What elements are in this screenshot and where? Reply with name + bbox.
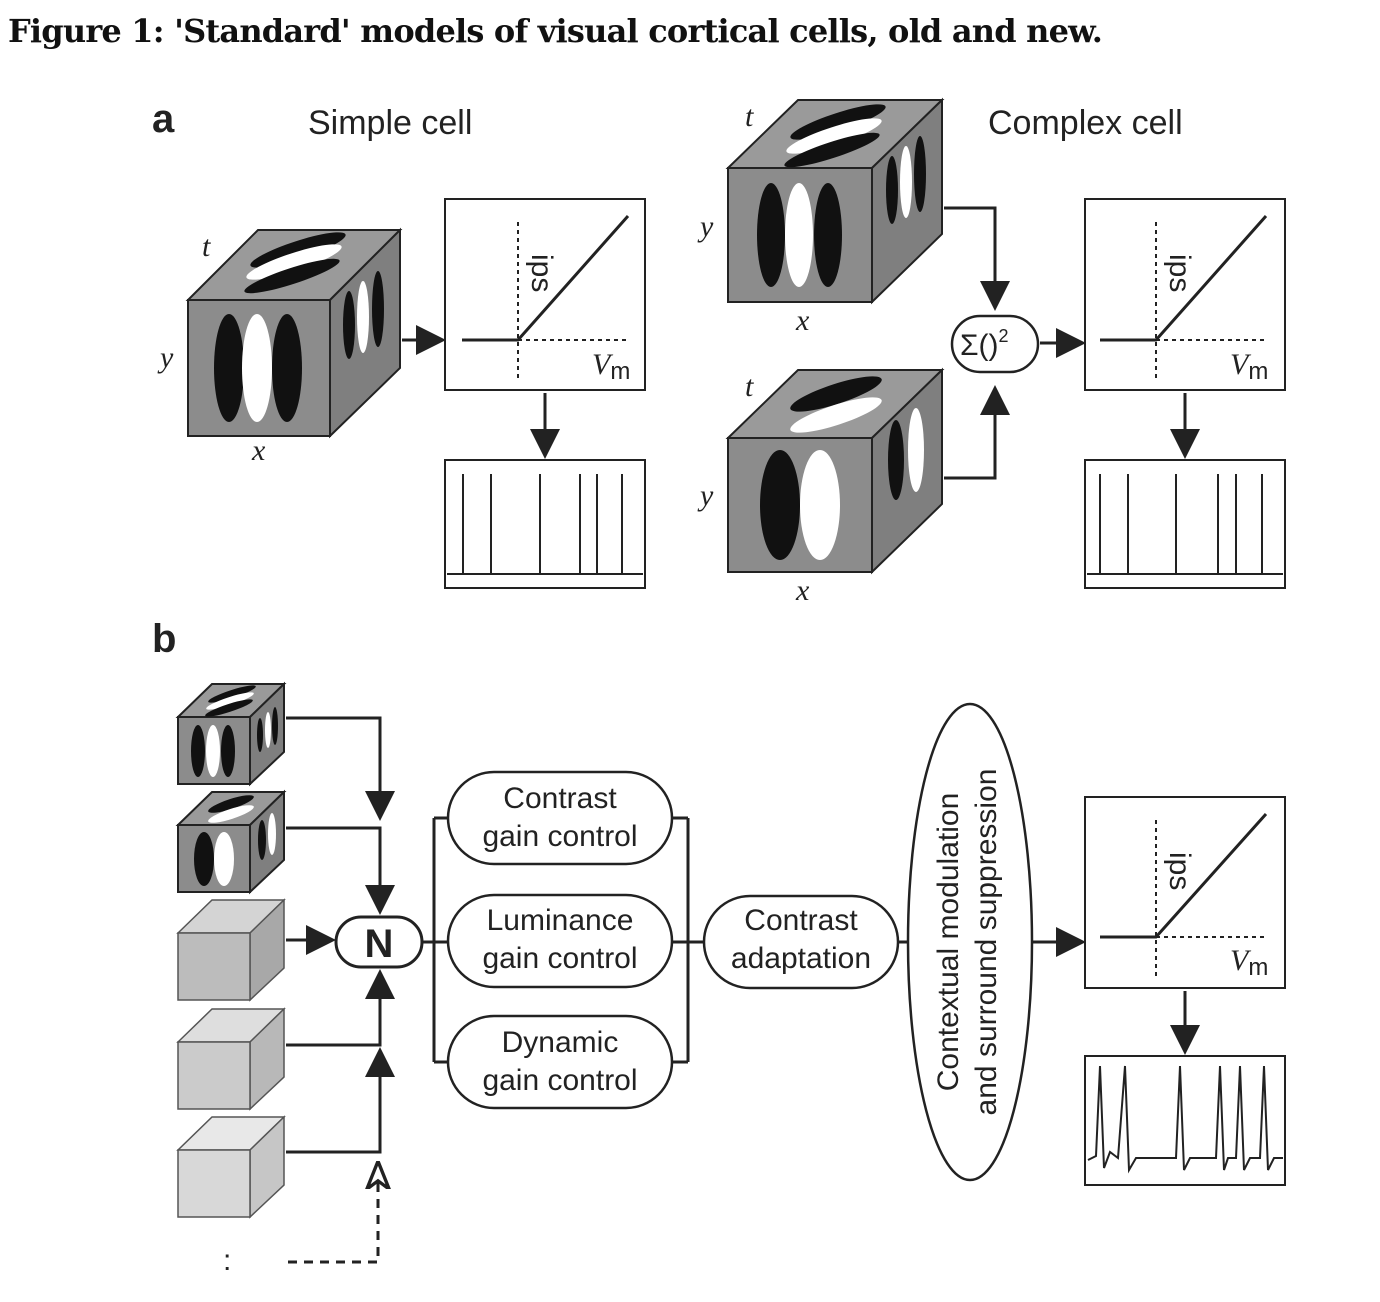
svg-text:Σ()2: Σ()2	[960, 326, 1009, 362]
svg-text:and surround suppression: and surround suppression	[970, 769, 1003, 1116]
plain-cube-3	[176, 898, 286, 1002]
complex-nonlinearity-plot	[1084, 198, 1286, 391]
simple-nonlinearity-plot	[444, 198, 646, 391]
simple-axis-t: t	[202, 230, 211, 263]
dynamic-gain-control-box: Dynamic gain control	[446, 1014, 674, 1110]
simple-axis-x: x	[251, 434, 266, 467]
svg-text:N: N	[365, 922, 394, 966]
cube5-to-n-arrow	[286, 1047, 395, 1154]
additional-inputs-dashed-arrow	[288, 1164, 378, 1264]
complex-upper-axis-t: t	[745, 100, 754, 133]
complex-upper-filter-cube	[725, 97, 945, 305]
svg-text:adaptation: adaptation	[731, 942, 871, 975]
simple-cell-filter-cube	[185, 227, 403, 439]
panel-a: a Simple cell Complex cell t y x	[152, 97, 1286, 607]
svg-text:gain control: gain control	[482, 942, 637, 975]
svg-text:Contextual modulation: Contextual modulation	[932, 793, 965, 1092]
contrast-gain-control-box: Contrast gain control	[446, 770, 674, 866]
small-filter-cube-2	[175, 789, 287, 895]
figure-caption: Figure 1: 'Standard' models of visual co…	[8, 12, 1103, 50]
complex-lower-axis-x: x	[795, 574, 810, 607]
complex-spike-train	[1084, 459, 1286, 589]
cube2-to-n-arrow	[286, 826, 395, 915]
panel-b-label: b	[152, 617, 176, 661]
complex-upper-axis-y: y	[697, 210, 714, 243]
b-nonlinearity-plot	[1084, 796, 1286, 989]
contrast-adaptation-box: Contrast adaptation	[702, 894, 900, 990]
svg-text:Contrast: Contrast	[744, 904, 858, 937]
cube1-to-n-arrow	[286, 716, 395, 821]
complex-ips-label: ips	[1163, 254, 1196, 292]
b-vm-label: Vm	[1230, 944, 1268, 981]
svg-text:Dynamic: Dynamic	[502, 1026, 619, 1059]
svg-text:gain control: gain control	[482, 1064, 637, 1097]
normalization-node: N	[334, 915, 424, 969]
simple-axis-y: y	[157, 341, 174, 374]
complex-lower-axis-t: t	[745, 370, 754, 403]
complex-lower-axis-y: y	[697, 479, 714, 512]
svg-text:Contrast: Contrast	[503, 782, 617, 815]
cube4-to-n-arrow	[286, 969, 395, 1047]
upper-cube-to-sum-arrow	[944, 206, 1010, 311]
complex-vm-label: Vm	[1230, 348, 1268, 385]
lower-cube-to-sum-arrow	[944, 385, 1010, 480]
complex-lower-filter-cube	[725, 367, 945, 575]
svg-text:Luminance: Luminance	[487, 904, 634, 937]
b-voltage-trace	[1084, 1055, 1286, 1186]
small-filter-cube-1	[175, 681, 287, 787]
more-inputs-ellipsis: :	[223, 1244, 231, 1277]
luminance-gain-control-box: Luminance gain control	[446, 893, 674, 989]
plain-cube-4	[176, 1007, 286, 1111]
simple-spike-train	[444, 459, 646, 589]
plain-cube-5	[176, 1115, 286, 1219]
complex-upper-axis-x: x	[795, 304, 810, 337]
complex-cell-title: Complex cell	[988, 104, 1183, 142]
panel-a-label: a	[152, 97, 175, 141]
svg-text:gain control: gain control	[482, 820, 637, 853]
simple-cell-title: Simple cell	[308, 104, 472, 142]
simple-vm-label: Vm	[592, 348, 630, 385]
panel-b: b	[152, 617, 1286, 1277]
simple-ips-label: ips	[525, 254, 558, 292]
contextual-modulation-ellipse: Contextual modulation and surround suppr…	[906, 702, 1034, 1182]
b-ips-label: ips	[1163, 852, 1196, 890]
sum-of-squares-node: Σ()2	[950, 314, 1040, 374]
gain-control-bracket	[422, 816, 704, 1064]
